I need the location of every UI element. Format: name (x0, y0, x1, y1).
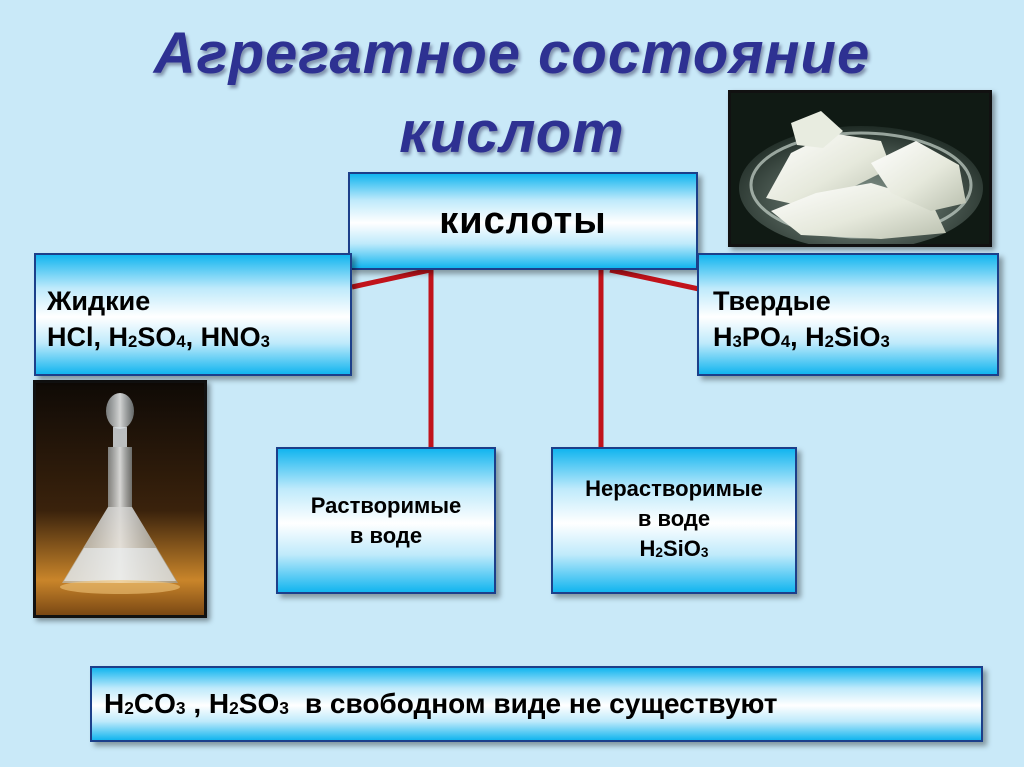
note-box: H2CO3 , H2SO3 в свободном виде не сущест… (90, 666, 983, 742)
liquid-acids-label: Жидкие (47, 286, 151, 316)
acids-root-label: кислоты (439, 199, 607, 242)
insoluble-formula: H2SiO3 (640, 534, 709, 567)
solid-acids-formulas: H3PO4, H2SiO3 (713, 322, 890, 352)
chemical-formula: H2SiO3 (639, 536, 709, 561)
title-line-2: кислот (399, 100, 625, 165)
acids-root-box: кислоты (348, 172, 698, 270)
chemical-formula: H2CO3 (104, 688, 186, 719)
chemical-formula: H3PO4 (713, 322, 791, 352)
connector-root-solid (609, 267, 700, 292)
soluble-line-1: Растворимые (310, 492, 462, 518)
soluble-box: Растворимые в воде (276, 447, 496, 594)
liquid-acid-flask-photo (33, 380, 207, 618)
solid-acid-crystals-photo (728, 90, 992, 247)
flask-illustration (36, 383, 204, 615)
chemical-formula: H2SiO3 (805, 322, 890, 352)
soluble-line-2: в воде (349, 522, 423, 548)
liquid-acids-formulas: HCl, H2SO4, HNO3 (47, 322, 270, 352)
connector-root-liquid (351, 267, 431, 290)
crystals-illustration (731, 93, 989, 244)
insoluble-line-1: Нерастворимые (585, 476, 763, 501)
note-text: в свободном виде не существуют (304, 688, 778, 719)
insoluble-box: Нерастворимые в воде H2SiO3 (551, 447, 797, 594)
solid-acids-box: Твердые H3PO4, H2SiO3 (697, 253, 999, 376)
chemical-formula: H2SO4 (108, 322, 186, 352)
solid-acids-label: Твердые (713, 286, 831, 316)
liquid-acids-box: Жидкие HCl, H2SO4, HNO3 (34, 253, 352, 376)
note-formulas: H2CO3 , H2SO3 (104, 688, 289, 719)
chemical-formula: HNO3 (200, 322, 270, 352)
insoluble-line-2: в воде (637, 506, 711, 531)
chemical-formula: HCl (47, 322, 94, 352)
title-line-1: Агрегатное состояние (153, 21, 871, 86)
chemical-formula: H2SO3 (208, 688, 289, 719)
